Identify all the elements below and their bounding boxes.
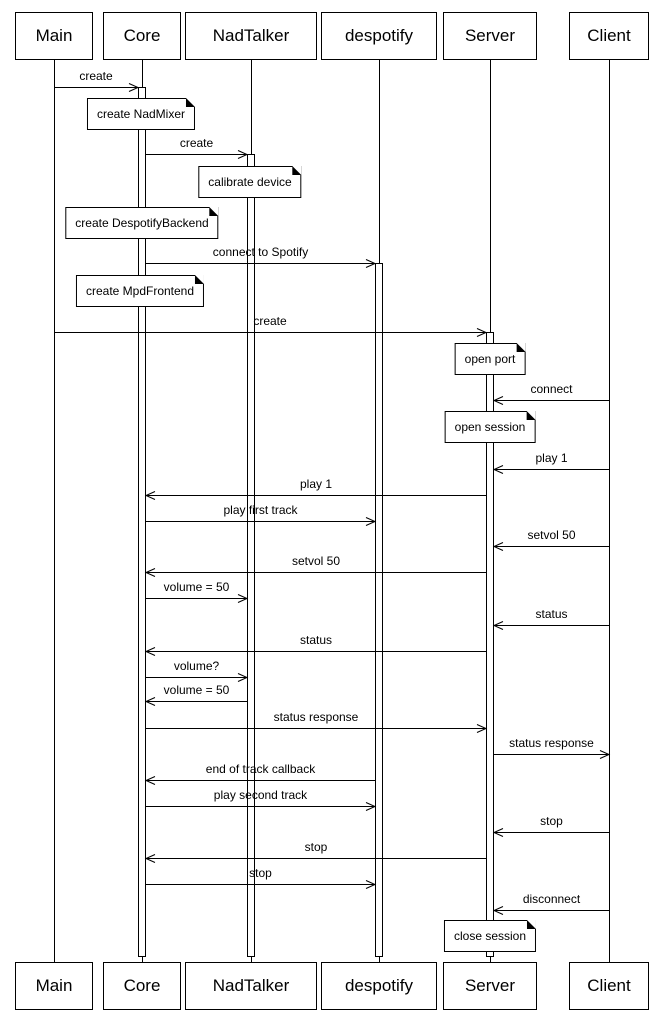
message-label: stop: [249, 866, 272, 880]
note: close session: [443, 920, 537, 952]
message-arrowhead: [237, 594, 249, 603]
note: open session: [444, 411, 536, 443]
activation-core: [138, 87, 146, 957]
note-label: calibrate device: [208, 175, 292, 189]
note: create DespotifyBackend: [65, 207, 220, 239]
message-arrowhead: [492, 542, 504, 551]
message-arrowhead: [365, 802, 377, 811]
message-label: stop: [540, 814, 563, 828]
message-arrowhead: [144, 854, 156, 863]
participant-name: despotify: [344, 26, 414, 45]
message-label: disconnect: [522, 892, 581, 906]
participant-name: Main: [35, 976, 73, 995]
participant-name: Server: [464, 976, 516, 995]
participant-top-main: Main: [15, 12, 93, 60]
message-label: setvol 50: [527, 528, 576, 542]
note-label: create NadMixer: [96, 107, 186, 121]
participant-name: Client: [587, 26, 631, 45]
participant-top-despotify: despotify: [321, 12, 437, 60]
message-arrowhead: [144, 776, 156, 785]
note-label: open session: [454, 420, 526, 434]
message-arrowhead: [492, 465, 504, 474]
message-label: status: [299, 633, 333, 647]
participant-bottom-nadtalker: NadTalker: [185, 962, 317, 1010]
lifeline-main: [54, 60, 55, 962]
message-arrowhead: [144, 697, 156, 706]
note: open port: [454, 343, 526, 375]
message-arrowhead: [492, 828, 504, 837]
message-label: create: [179, 136, 214, 150]
participant-bottom-core: Core: [103, 962, 181, 1010]
activation-nadtalker: [247, 154, 255, 957]
message-label: create: [253, 314, 287, 328]
note: create NadMixer: [86, 98, 196, 130]
participant-name: NadTalker: [212, 976, 290, 995]
participant-bottom-server: Server: [443, 962, 537, 1010]
activation-despotify: [375, 263, 383, 957]
message-label: status response: [273, 710, 359, 724]
message-label: volume = 50: [163, 580, 230, 594]
message-arrowhead: [144, 491, 156, 500]
participant-name: Server: [464, 26, 516, 45]
participant-bottom-despotify: despotify: [321, 962, 437, 1010]
participant-name: NadTalker: [212, 26, 290, 45]
message-arrowhead: [365, 517, 377, 526]
participant-name: Client: [587, 976, 631, 995]
participant-top-core: Core: [103, 12, 181, 60]
participant-top-server: Server: [443, 12, 537, 60]
note-label: create DespotifyBackend: [75, 216, 209, 230]
message-label: stop: [304, 840, 328, 854]
lifeline-client: [609, 60, 610, 962]
message-arrowhead: [365, 259, 377, 268]
note-label: close session: [453, 929, 527, 943]
message-label: play 1: [535, 451, 568, 465]
message-label: volume = 50: [163, 683, 230, 697]
note: create MpdFrontend: [75, 275, 205, 307]
participant-name: Main: [35, 26, 73, 45]
message-label: end of track callback: [205, 762, 316, 776]
participant-name: Core: [123, 26, 161, 45]
participant-bottom-main: Main: [15, 962, 93, 1010]
participant-name: Core: [123, 976, 161, 995]
message-arrowhead: [144, 568, 156, 577]
message-arrowhead: [492, 396, 504, 405]
message-label: volume?: [173, 659, 220, 673]
message-label: connect to Spotify: [212, 245, 309, 259]
participant-name: despotify: [344, 976, 414, 995]
note: calibrate device: [198, 166, 303, 198]
message-label: create: [79, 69, 113, 83]
message-arrowhead: [365, 880, 377, 889]
note-label: create MpdFrontend: [85, 284, 195, 298]
message-label: play first track: [223, 503, 298, 517]
participant-bottom-client: Client: [569, 962, 649, 1010]
message-arrowhead: [476, 724, 488, 733]
participant-top-nadtalker: NadTalker: [185, 12, 317, 60]
message-label: setvol 50: [291, 554, 341, 568]
message-label: play 1: [299, 477, 333, 491]
message-label: play second track: [213, 788, 308, 802]
note-label: open port: [464, 352, 516, 366]
message-arrowhead: [476, 328, 488, 337]
activation-server: [486, 332, 494, 957]
message-arrowhead: [128, 83, 140, 92]
message-label: status response: [509, 736, 594, 750]
message-arrowhead: [599, 750, 611, 759]
message-arrowhead: [237, 673, 249, 682]
message-arrowhead: [144, 647, 156, 656]
message-label: connect: [530, 382, 573, 396]
message-arrowhead: [492, 621, 504, 630]
message-arrowhead: [237, 150, 249, 159]
message-arrowhead: [492, 906, 504, 915]
message-label: status: [535, 607, 568, 621]
participant-top-client: Client: [569, 12, 649, 60]
